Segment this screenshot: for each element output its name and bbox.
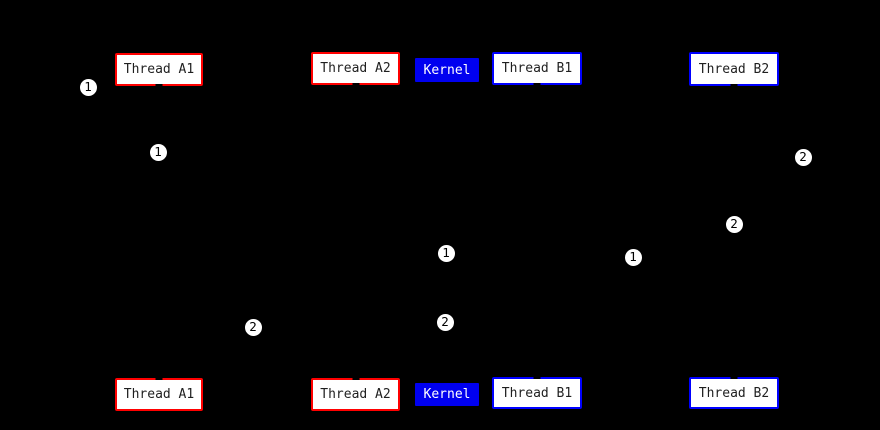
step-marker-label: 1: [154, 143, 162, 159]
step-marker-label: 1: [442, 244, 450, 260]
step-marker: 1: [148, 142, 168, 162]
kernel-bottom-box: Kernel: [415, 383, 479, 406]
thread-b1-top-box: Thread B1: [492, 52, 582, 87]
lifeline-notch: [352, 83, 359, 87]
step-marker: 1: [623, 247, 643, 267]
thread-b2-bottom-box: Thread B2: [689, 375, 779, 409]
step-marker: 2: [724, 214, 744, 234]
box-label: Thread B2: [698, 385, 770, 401]
step-marker: 2: [435, 312, 455, 332]
lifeline-notch: [533, 83, 541, 87]
lifeline-notch: [155, 376, 163, 380]
box-label: Kernel: [423, 62, 471, 78]
step-marker-label: 1: [84, 78, 92, 94]
thread-b1-bottom-box: Thread B1: [492, 375, 582, 409]
lifeline-notch: [352, 376, 359, 380]
step-marker-label: 2: [730, 215, 738, 231]
box-label: Thread A1: [123, 62, 195, 77]
step-marker-label: 2: [441, 313, 449, 329]
step-marker: 1: [78, 77, 98, 97]
lifeline-notch: [533, 375, 541, 379]
thread-a2-bottom-box: Thread A2: [311, 376, 400, 411]
box-label: Thread B2: [698, 61, 770, 77]
step-marker-label: 2: [799, 148, 807, 164]
thread-a1-bottom-box: Thread A1: [115, 376, 203, 411]
thread-b2-top-box: Thread B2: [689, 52, 779, 88]
box-label: Thread A2: [320, 387, 391, 402]
thread-a2-top-box: Thread A2: [311, 52, 400, 87]
step-marker-label: 1: [629, 248, 637, 264]
box-label: Thread B1: [501, 385, 573, 401]
box-label: Thread A2: [320, 61, 391, 76]
step-marker: 1: [436, 243, 456, 263]
box-label: Thread B1: [501, 61, 573, 76]
thread-a1-top-box: Thread A1: [115, 53, 203, 88]
box-label: Kernel: [423, 387, 471, 402]
step-marker: 2: [793, 147, 813, 167]
lifeline-notch: [155, 84, 163, 88]
lifeline-notch: [730, 84, 738, 88]
kernel-top-box: Kernel: [415, 58, 479, 82]
box-label: Thread A1: [123, 387, 195, 402]
step-marker-label: 2: [249, 318, 257, 334]
step-marker: 2: [243, 317, 263, 337]
lifeline-notch: [730, 375, 738, 379]
